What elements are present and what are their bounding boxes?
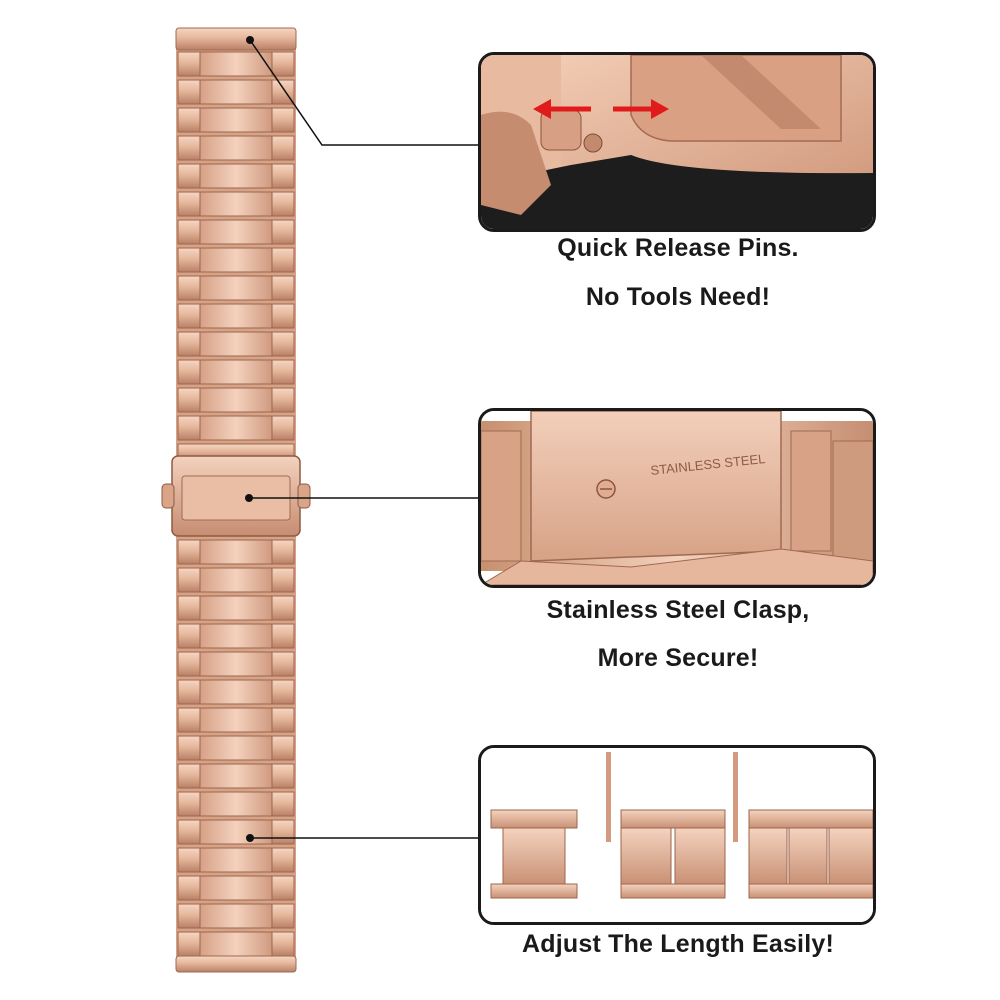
release-pins-caption-line-2: No Tools Need! <box>585 283 771 311</box>
strap-clasp <box>161 455 311 537</box>
release-arrows-icon <box>533 99 669 119</box>
clasp-caption-line-2: More Secure! <box>597 644 759 672</box>
link-segment-right <box>748 809 873 899</box>
link-segment-middle <box>620 809 726 899</box>
clasp-screw-icon <box>596 479 616 499</box>
clasp-caption-line-1: Stainless Steel Clasp, <box>546 596 810 624</box>
adjust-length-panel <box>478 745 876 925</box>
release-pins-panel <box>478 52 876 232</box>
watch-strap-image <box>161 27 311 973</box>
link-segment-left <box>490 809 578 899</box>
adjust-length-caption: Adjust The Length Easily! <box>522 930 834 958</box>
release-pins-caption-line-1: Quick Release Pins. <box>557 234 799 262</box>
clasp-panel: STAINLESS STEEL <box>478 408 876 588</box>
